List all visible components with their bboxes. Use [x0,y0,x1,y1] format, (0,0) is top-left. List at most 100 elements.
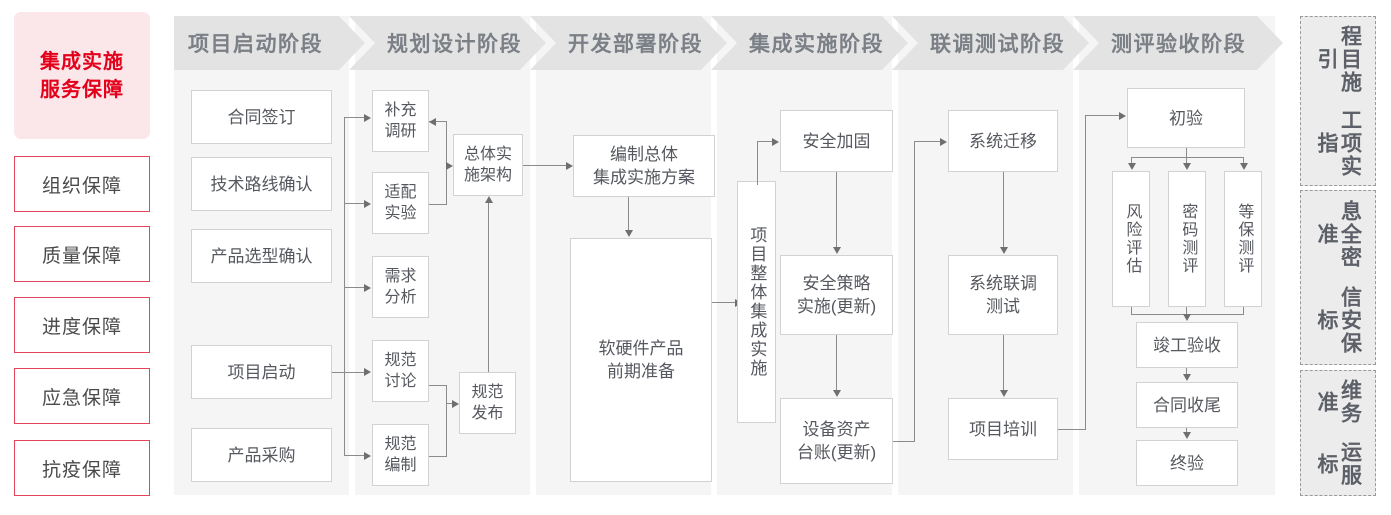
arrow-merge-to-jungong [1182,314,1191,321]
arrow-anquan-to-celue [832,247,841,254]
stage-header-5[interactable]: 联调测试阶段 [892,16,1089,70]
connector-split-to-fengxian [1131,157,1133,164]
connector-kickoff-bus [344,117,346,455]
node-cryptography-evaluation[interactable]: 密码测评 [1168,171,1206,307]
arrow-zhengti-to-anquan [772,137,779,146]
arrow-to-xuqiu [364,283,371,292]
sidebar-item-label: 进度保障 [41,316,122,338]
connector-shebei-up [914,141,916,441]
node-preliminary-acceptance[interactable]: 初验 [1127,88,1245,148]
node-draft-overall-integration-plan[interactable]: 编制总体 集成实施方案 [573,135,715,197]
standard-label: 息全密准信安保标 [1314,191,1362,364]
stage-header-3[interactable]: 开发部署阶段 [530,16,727,70]
connector-to-shipei [344,203,366,205]
connector-shebei-right [893,441,915,443]
arrow-zongti-to-bianzhi [566,161,573,170]
node-security-policy-implementation[interactable]: 安全策略 实施(更新) [780,255,893,335]
node-contract-signing[interactable]: 合同签订 [191,90,332,144]
node-requirement-analysis[interactable]: 需求 分析 [372,256,429,318]
node-label: 等保测评 [1235,203,1253,275]
node-label: 系统迁移 [969,131,1037,151]
standard-label: 程目施引工项实指 [1314,17,1362,185]
node-label: 合同收尾 [1153,395,1221,415]
connector-anquan-to-celue [836,172,838,248]
node-hw-sw-preparation[interactable]: 软硬件产品 前期准备 [570,238,712,482]
node-project-kickoff[interactable]: 项目启动 [191,345,332,399]
node-label-l2: 调研 [384,123,417,140]
arrow-to-mima [1182,163,1191,170]
node-label-l2: 实验 [384,205,417,222]
node-product-procurement[interactable]: 产品采购 [191,428,332,482]
node-adaptation-experiment[interactable]: 适配 实验 [372,172,429,234]
connector-merge-guifan [446,385,448,456]
sidebar-item-schedule[interactable]: 进度保障 [14,297,150,353]
connector-to-buchong [344,117,366,119]
connector-peixun-to-chuyan [1085,115,1121,117]
node-project-training[interactable]: 项目培训 [948,398,1058,460]
node-system-joint-test[interactable]: 系统联调 测试 [948,255,1058,335]
node-label-l2: 发布 [471,405,504,422]
arrow-to-guifanfabu [452,399,459,408]
node-label: 技术路线确认 [210,174,313,194]
node-overall-implementation-architecture[interactable]: 总体实 施架构 [453,134,523,196]
arrow-to-buchong [364,113,371,122]
sidebar-item-epidemic[interactable]: 抗疫保障 [14,440,150,496]
arrow-guifanfabu-up [484,196,493,203]
node-contract-closeout[interactable]: 合同收尾 [1136,382,1238,428]
node-system-migration[interactable]: 系统迁移 [948,110,1058,172]
node-spec-drafting[interactable]: 规范 编制 [372,424,429,486]
connector-to-guifantaolun [344,371,366,373]
connector-dengbao-down [1243,307,1245,315]
connector-zhengti-up [757,141,759,185]
sidebar-item-organization[interactable]: 组织保障 [14,156,150,212]
connector-zongti-to-bianzhi [523,165,568,167]
node-risk-assessment[interactable]: 风险评估 [1112,171,1150,307]
connector-fengxian-down [1131,307,1133,315]
arrow-hetong-to-zhongyan [1182,432,1191,439]
standard-label: 维务准运服标 [1314,371,1362,495]
standard-information-security[interactable]: 息全密准信安保标 [1300,190,1376,365]
node-label-l1: 规范 [471,384,504,401]
standard-om-service[interactable]: 维务准运服标 [1300,370,1376,496]
node-overall-project-integration[interactable]: 项目整体集成实施 [737,181,776,423]
sidebar-item-label: 抗疫保障 [41,459,122,481]
connector-qianyi-to-liandiao [1003,172,1005,248]
sidebar-item-quality[interactable]: 质量保障 [14,226,150,282]
node-tech-route-confirm[interactable]: 技术路线确认 [191,157,332,211]
sidebar-title-line2: 服务保障 [40,78,124,101]
node-label-l2: 测试 [986,297,1020,316]
node-spec-discussion[interactable]: 规范 讨论 [372,340,429,402]
node-spec-release[interactable]: 规范 发布 [459,372,516,434]
stage-title: 规划设计阶段 [387,33,522,56]
node-security-hardening[interactable]: 安全加固 [780,110,893,172]
node-equipment-asset-ledger[interactable]: 设备资产 台账(更新) [780,398,893,484]
sidebar-item-emergency[interactable]: 应急保障 [14,368,150,424]
connector-guifanfabu-up [488,202,490,372]
node-final-acceptance[interactable]: 终验 [1136,440,1238,486]
sidebar-title-line1: 集成实施 [40,50,124,73]
connector-celue-to-shebei [836,335,838,391]
node-supplementary-research[interactable]: 补充 调研 [372,90,429,152]
node-label-l1: 系统联调 [969,274,1037,293]
node-product-selection-confirm[interactable]: 产品选型确认 [191,229,332,283]
node-completion-acceptance[interactable]: 竣工验收 [1136,322,1238,368]
standard-col-right: 程目施引 [1315,24,1362,94]
stage-header-6[interactable]: 测评验收阶段 [1073,16,1283,70]
standard-col-right: 维务准 [1315,379,1362,425]
stage-header-2[interactable]: 规划设计阶段 [349,16,546,70]
node-label: 项目整体集成实施 [747,226,767,378]
arrow-peixun-to-chuyan [1119,111,1126,120]
stage-header-1[interactable]: 项目启动阶段 [174,16,365,70]
connector-to-guifanbianzhi [344,455,366,457]
sidebar-item-label: 组织保障 [41,175,122,197]
connector-to-xuqiu [344,287,366,289]
arrow-to-fengxian [1127,163,1136,170]
connector-buchong-right [429,121,447,123]
stage-header-4[interactable]: 集成实施阶段 [711,16,908,70]
node-label-l1: 规范 [384,436,417,453]
node-label-l1: 适配 [384,184,417,201]
node-classified-protection-evaluation[interactable]: 等保测评 [1224,171,1262,307]
standard-engineering-guideline[interactable]: 程目施引工项实指 [1300,16,1376,186]
connector-shebei-to-qianyi [914,141,942,143]
arrow-to-zongti [446,161,453,170]
